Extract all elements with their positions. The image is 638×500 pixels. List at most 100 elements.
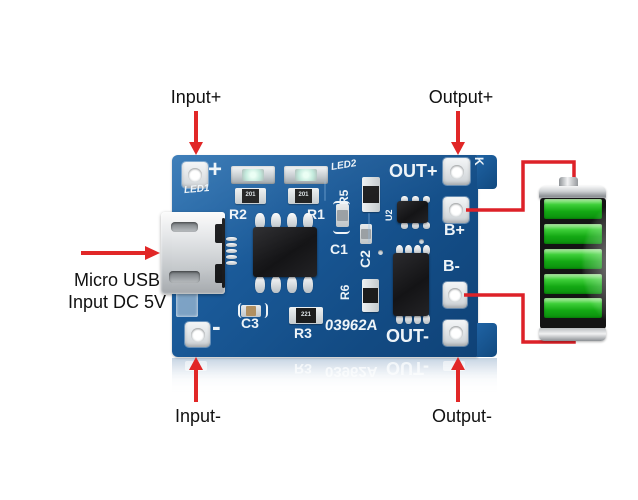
ic-pin	[412, 222, 419, 229]
led-die	[295, 169, 317, 181]
led-die	[242, 169, 264, 181]
usb-shell-slot	[169, 271, 200, 283]
usb-latch	[215, 224, 225, 243]
silk-led2-label: LED2	[330, 158, 358, 173]
usb-latch	[215, 264, 225, 283]
mosfet-ic	[393, 253, 429, 316]
pad-hole	[188, 168, 202, 182]
ic-pin	[271, 276, 281, 293]
capacitor-c1	[336, 204, 349, 227]
copper-trace	[368, 213, 370, 243]
ic-pin	[423, 196, 430, 203]
battery-segment	[544, 249, 602, 269]
silk-r6-label: R6	[338, 284, 352, 300]
ic-pin	[401, 222, 408, 229]
pad-output-plus	[443, 158, 470, 185]
ic-pin	[271, 213, 281, 229]
resistor-r3: 221	[289, 307, 323, 324]
c1-silk-bracket	[333, 201, 350, 234]
ic-pin	[401, 196, 408, 203]
input-plus-arrow-icon	[189, 111, 203, 155]
annotation-input-plus: Input+	[170, 87, 222, 107]
output-plus-arrow-icon	[451, 111, 465, 155]
resistor-code: 201	[241, 189, 260, 203]
resistor-band	[363, 287, 378, 304]
usb-pin	[226, 243, 237, 247]
reflection-fade	[172, 358, 497, 394]
silk-k-mark: K	[472, 157, 486, 166]
c3-silk-bracket	[238, 303, 268, 318]
usb-pin	[226, 255, 237, 259]
protection-ic	[397, 201, 428, 223]
cap-body	[337, 209, 348, 222]
silk-c2-label: C2	[357, 250, 373, 268]
pad-output-minus	[443, 320, 468, 346]
silk-model-number: 03962A	[324, 317, 379, 334]
annotation-output-plus: Output+	[428, 87, 494, 107]
annotation-usb-line1: Micro USB	[73, 270, 160, 290]
ic-pin	[405, 314, 412, 324]
ic-pin	[423, 245, 430, 255]
usb-pin	[226, 249, 237, 253]
silk-c1-label: C1	[330, 241, 348, 257]
via	[419, 239, 424, 244]
resistor-r6	[362, 279, 379, 312]
silk-c3-label: C3	[241, 315, 259, 331]
via	[378, 250, 383, 255]
ic-pin	[303, 213, 313, 229]
ic-pin	[412, 196, 419, 203]
silk-plus-mark: +	[208, 156, 223, 183]
solder-texture	[176, 285, 198, 317]
resistor-code: 221	[296, 308, 316, 323]
battery-segment	[544, 274, 602, 294]
solder-texture	[174, 213, 194, 233]
pad-b-plus	[443, 197, 469, 223]
pcb-board: + - LED1 LED2 R2 R1 R5 OUT+ K U2 B+ C1 C…	[161, 155, 497, 357]
usb-opening-edge	[222, 218, 225, 288]
copper-trace	[324, 181, 326, 201]
board-tab-bottom	[477, 323, 497, 357]
battery-icon	[538, 172, 608, 342]
ic-pin	[287, 213, 297, 229]
annotation-usb-line2: Input DC 5V	[67, 292, 167, 312]
capacitor-c3	[241, 305, 261, 317]
resistor-r5	[362, 177, 380, 212]
capacitor-c2	[360, 224, 372, 244]
silk-u2-label: U2	[384, 209, 394, 221]
ic-pin	[255, 276, 265, 293]
ic-pin	[414, 245, 421, 255]
battery-segment	[544, 298, 602, 318]
silk-r3-label: R3	[294, 325, 312, 341]
silk-out-minus-label: OUT-	[386, 326, 429, 346]
silk-led1-label: LED1	[183, 182, 210, 197]
silk-out-plus-label: OUT+	[389, 161, 438, 181]
board-reflection: R3 03962A OUT-	[172, 358, 497, 394]
pad-hole	[449, 164, 464, 179]
ic-pin	[423, 314, 430, 324]
silk-minus-mark: -	[212, 311, 221, 341]
pad-hole	[190, 327, 205, 342]
resistor-r2: 201	[235, 188, 266, 204]
battery-cap-bottom	[539, 328, 606, 341]
led2	[284, 166, 328, 184]
ic-pin	[414, 314, 421, 324]
silk-r5-label: R5	[337, 189, 351, 205]
ic-pin	[396, 314, 403, 324]
resistor-band	[363, 186, 379, 203]
silk-b-plus-label: B+	[444, 222, 465, 239]
ic-pin	[255, 213, 265, 229]
pad-input-plus	[182, 162, 208, 188]
pad-hole	[448, 288, 462, 302]
annotation-input-minus: Input-	[174, 406, 222, 426]
resistor-r1: 201	[288, 188, 319, 204]
silk-r1-label: R1	[307, 206, 325, 222]
ic-pin	[396, 245, 403, 255]
cap-body	[361, 229, 371, 239]
annotation-output-minus: Output-	[431, 406, 493, 426]
usb-shell-slot	[171, 222, 198, 232]
ic-pin	[303, 276, 313, 293]
battery-segment	[544, 199, 602, 219]
battery-segment	[544, 224, 602, 244]
ic-pin	[423, 222, 430, 229]
